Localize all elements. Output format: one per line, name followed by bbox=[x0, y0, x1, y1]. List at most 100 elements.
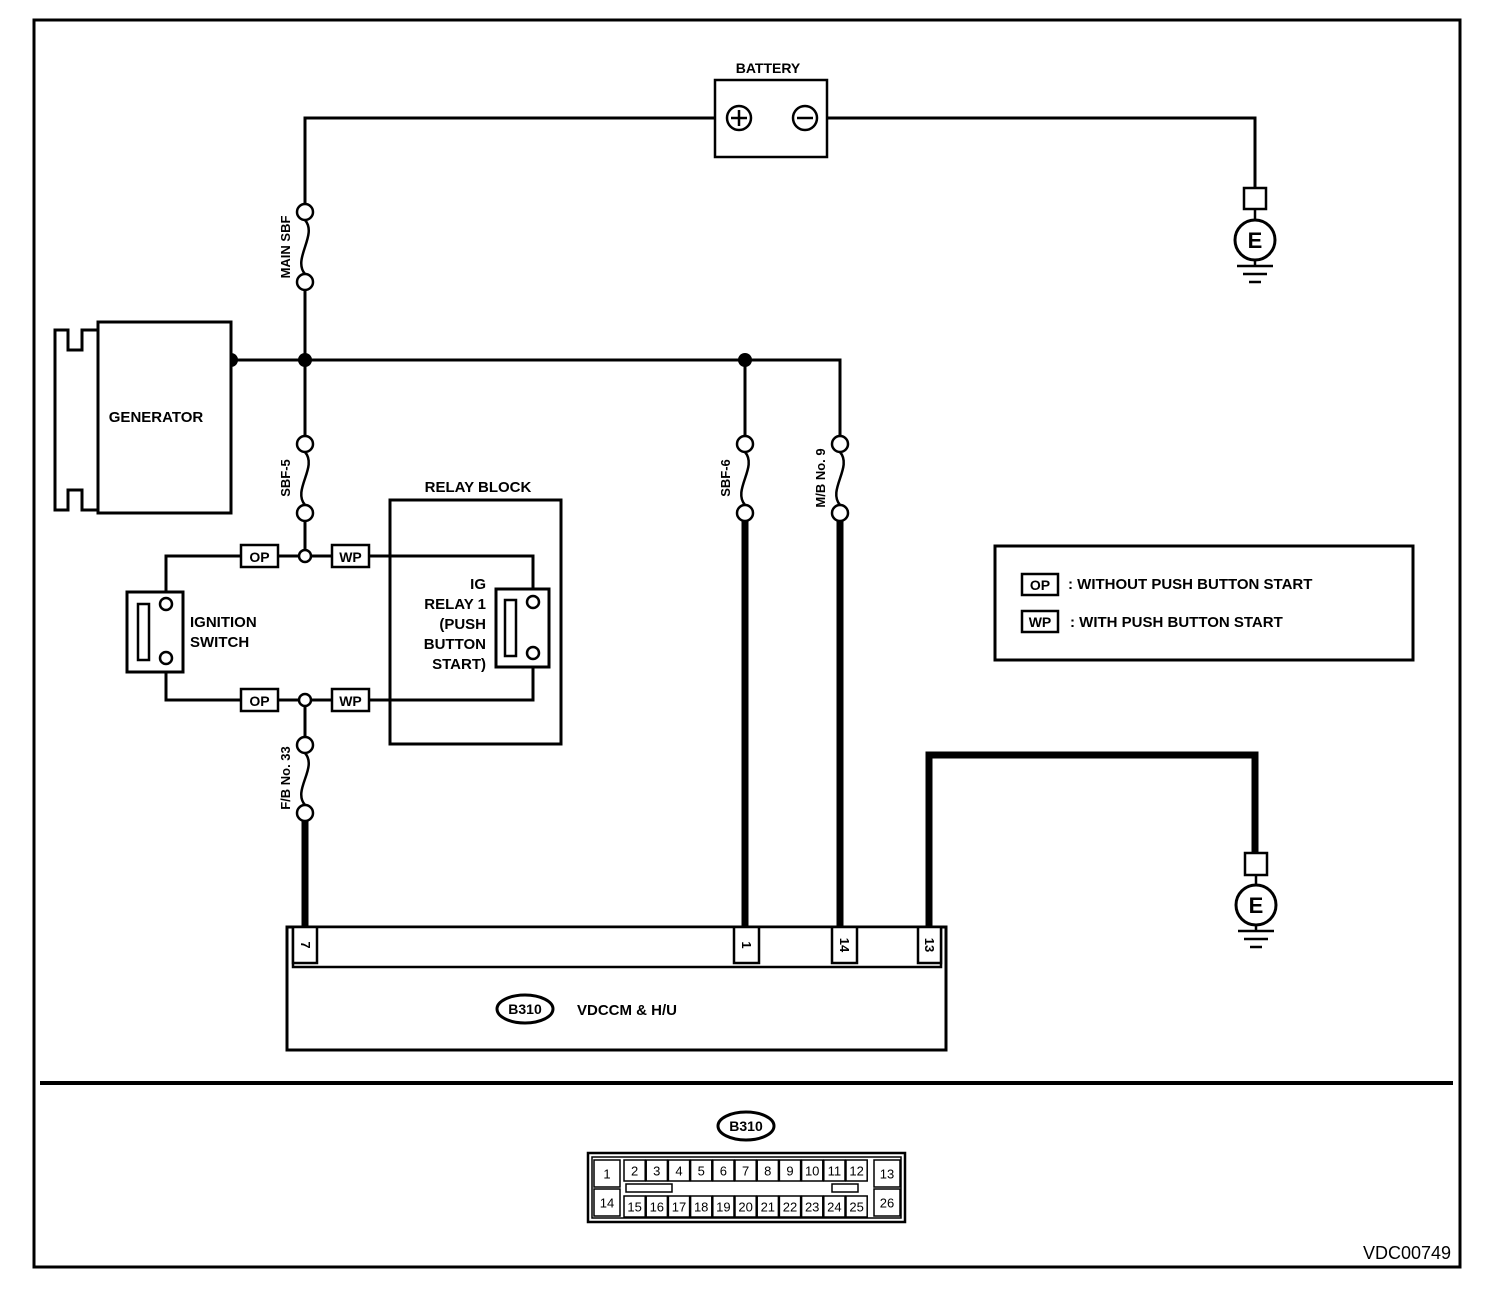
legend-wp-text: : WITH PUSH BUTTON START bbox=[1070, 614, 1283, 631]
connector-pin-label: 16 bbox=[650, 1200, 664, 1215]
connector-pin-cell bbox=[873, 1188, 901, 1217]
pin-cell bbox=[291, 925, 319, 965]
connector-pin-label: 13 bbox=[880, 1167, 894, 1182]
splice-point bbox=[297, 548, 313, 564]
ign-switch-lower-wire bbox=[164, 664, 241, 702]
pin-cell bbox=[916, 925, 943, 965]
relay-upper-wire bbox=[369, 554, 535, 596]
fuse-terminal bbox=[735, 434, 755, 454]
generator-body bbox=[96, 320, 233, 515]
connector-pin-label: 21 bbox=[761, 1200, 775, 1215]
splice-point bbox=[297, 692, 313, 708]
relay-coil-icon bbox=[503, 598, 518, 658]
connector-pin-label: 5 bbox=[698, 1164, 705, 1179]
fuse-terminal bbox=[295, 735, 315, 755]
legend-op-tag-label: OP bbox=[1030, 577, 1050, 593]
connector-pin-label: 1 bbox=[603, 1167, 610, 1182]
relay-label-line: RELAY 1 bbox=[424, 596, 486, 613]
switch-terminal bbox=[158, 650, 174, 666]
pin-label: 7 bbox=[298, 941, 313, 948]
fuse-element bbox=[740, 451, 750, 506]
tag-op-lower: OP bbox=[239, 687, 280, 713]
legend-op-tag bbox=[1020, 572, 1060, 597]
connector-pin-cell bbox=[756, 1159, 780, 1182]
diagram-frame bbox=[32, 18, 1462, 1269]
fuse-terminal bbox=[295, 503, 315, 523]
relay-block: RELAY BLOCK IG RELAY 1 (PUSH BUTTON STAR… bbox=[388, 479, 563, 746]
main-bus-wire bbox=[230, 358, 842, 436]
connector-key-mark bbox=[831, 1183, 859, 1193]
fuse-element bbox=[300, 219, 310, 275]
connector-pin-label: 19 bbox=[716, 1200, 730, 1215]
connector-pin-label: 26 bbox=[880, 1196, 894, 1211]
relay-block-box bbox=[388, 498, 563, 746]
connector-pin-cell bbox=[800, 1159, 824, 1182]
pin-label: 14 bbox=[837, 938, 852, 953]
ground-connector bbox=[1243, 851, 1269, 877]
connector-pin-cell bbox=[712, 1159, 735, 1182]
generator-label: GENERATOR bbox=[109, 409, 204, 426]
module-name-label: VDCCM & H/U bbox=[577, 1002, 677, 1019]
ign-switch-upper-wire bbox=[164, 554, 241, 597]
connector-pin-label: 2 bbox=[631, 1164, 638, 1179]
tag-op: OP bbox=[249, 549, 269, 565]
connector-pin-cell bbox=[734, 1159, 757, 1182]
fuse-terminal bbox=[830, 434, 850, 454]
diagram-code: VDC00749 bbox=[1363, 1243, 1451, 1263]
connector-pin-label: 23 bbox=[805, 1200, 819, 1215]
sbf6-label: SBF-6 bbox=[718, 459, 733, 497]
connector-pin-cell bbox=[778, 1195, 802, 1218]
relay-label-line: IG bbox=[470, 576, 486, 593]
connector-pin-label: 22 bbox=[783, 1200, 797, 1215]
fuse-terminal bbox=[295, 434, 315, 454]
connector-pin-label: 3 bbox=[653, 1164, 660, 1179]
relay-terminal bbox=[525, 594, 541, 610]
ground-top: E bbox=[1233, 186, 1277, 284]
legend-wp-tag-label: WP bbox=[1029, 614, 1052, 630]
connector-pin-cell bbox=[593, 1188, 621, 1217]
connector-pin-cell bbox=[823, 1159, 846, 1182]
battery-positive-wire bbox=[303, 116, 726, 204]
connector-pin-label: 14 bbox=[600, 1196, 614, 1211]
connector-pin-label: 9 bbox=[786, 1164, 793, 1179]
connector-pin-label: 25 bbox=[849, 1200, 863, 1215]
connector-pin-label: 7 bbox=[742, 1164, 749, 1179]
junction-dot bbox=[738, 353, 752, 367]
fuse-main-sbf: MAIN SBF bbox=[278, 202, 315, 292]
relay-block-title: RELAY BLOCK bbox=[425, 479, 532, 496]
switch-contact-icon bbox=[136, 602, 151, 662]
connector-pin-label: 4 bbox=[675, 1164, 682, 1179]
connector-pin-label: 18 bbox=[694, 1200, 708, 1215]
connector-pin-label: 15 bbox=[627, 1200, 641, 1215]
ignition-switch-box bbox=[125, 590, 185, 674]
connector-pin-cell bbox=[667, 1159, 691, 1182]
fb33-label: F/B No. 33 bbox=[278, 746, 293, 810]
connector-pin-label: 8 bbox=[764, 1164, 771, 1179]
connector-pin-label: 10 bbox=[805, 1164, 819, 1179]
tag-wp-lower: WP bbox=[330, 687, 371, 713]
fuse-element bbox=[300, 451, 310, 506]
connector-pin-cell bbox=[845, 1195, 868, 1218]
tag-op-upper: OP bbox=[239, 543, 280, 569]
ground-bottom: E bbox=[1234, 851, 1278, 949]
pin-cell bbox=[830, 925, 859, 965]
fuse-sbf6: SBF-6 bbox=[718, 434, 755, 523]
connector-pin-cell bbox=[845, 1159, 868, 1182]
tag-box bbox=[330, 543, 371, 569]
pin-cell bbox=[732, 925, 761, 965]
mb9-label: M/B No. 9 bbox=[813, 448, 828, 507]
connector-pin-label: 11 bbox=[828, 1164, 842, 1179]
fuse-terminal bbox=[735, 503, 755, 523]
ground-connector bbox=[1242, 186, 1268, 211]
generator-pulley bbox=[53, 328, 100, 512]
fuse-terminal bbox=[295, 202, 315, 222]
sbf5-label: SBF-5 bbox=[278, 459, 293, 497]
tag-wp: WP bbox=[339, 549, 362, 565]
fuse-mb9: M/B No. 9 bbox=[813, 434, 850, 523]
tag-box bbox=[239, 687, 280, 713]
relay-label-line: (PUSH bbox=[439, 616, 486, 633]
legend-box bbox=[993, 544, 1415, 662]
connector-key-mark bbox=[625, 1183, 673, 1193]
legend-wp-tag bbox=[1020, 609, 1060, 634]
